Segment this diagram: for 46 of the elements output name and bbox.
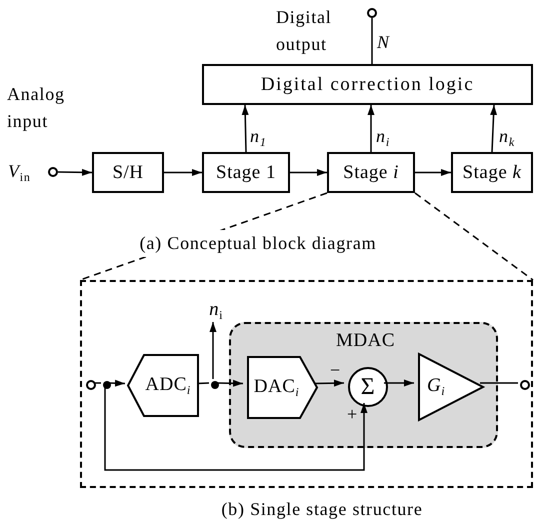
signal-arrow [490, 104, 498, 152]
signal-label: n$_{i}$ [205, 298, 227, 324]
signal-arrow [242, 104, 249, 152]
mdac-region [229, 322, 498, 448]
process-block: Stage k [451, 152, 533, 193]
edge-label: N [377, 32, 390, 52]
amplifier-triangle: G$_{i}$ [418, 353, 484, 421]
signal-arrow [210, 322, 216, 379]
signal-line [371, 18, 373, 64]
signal-arrow [368, 105, 374, 152]
process-block: Stage 1 [202, 152, 290, 193]
summing-node: Σ [348, 367, 388, 407]
signal-arrow [104, 387, 368, 471]
terminal-circle [48, 167, 58, 177]
signal-arrow [164, 169, 202, 176]
signal-label: V$_{in}$ [8, 160, 31, 186]
junction-dot [103, 381, 111, 389]
signal-arrow [314, 380, 344, 387]
terminal-circle [86, 380, 96, 390]
edge-label: n$_{1}$ [250, 126, 267, 151]
signal-arrow [216, 380, 244, 387]
edge-label: − [330, 360, 341, 380]
process-block: Stage i [327, 152, 415, 193]
block-title: MDAC [334, 330, 396, 352]
signal-arrow [58, 168, 92, 176]
edge-label: n$_{k}$ [499, 126, 515, 151]
signal-arrow [415, 169, 451, 176]
logic-block: Digital correction logic [202, 64, 533, 105]
signal-line [480, 382, 518, 384]
signal-arrow [290, 169, 327, 176]
signal-line [94, 382, 101, 384]
signal-line [196, 382, 210, 384]
zoom-guide-line [414, 192, 534, 281]
stage-detail-frame [80, 280, 533, 488]
terminal-circle [520, 380, 530, 390]
signal-arrow [108, 380, 126, 387]
terminal-circle [367, 8, 377, 18]
dac-block: DAC$_{i}$ [247, 356, 318, 419]
signal-arrow [384, 380, 414, 386]
process-block: S/H [92, 152, 164, 193]
edge-label: n$_{i}$ [376, 126, 390, 151]
terminal-label: Analog input [7, 83, 66, 133]
terminal-label: Digital output [276, 6, 333, 56]
junction-dot [211, 381, 219, 389]
edge-label: + [347, 404, 358, 424]
adc-block: ADC$_{i}$ [127, 354, 199, 417]
